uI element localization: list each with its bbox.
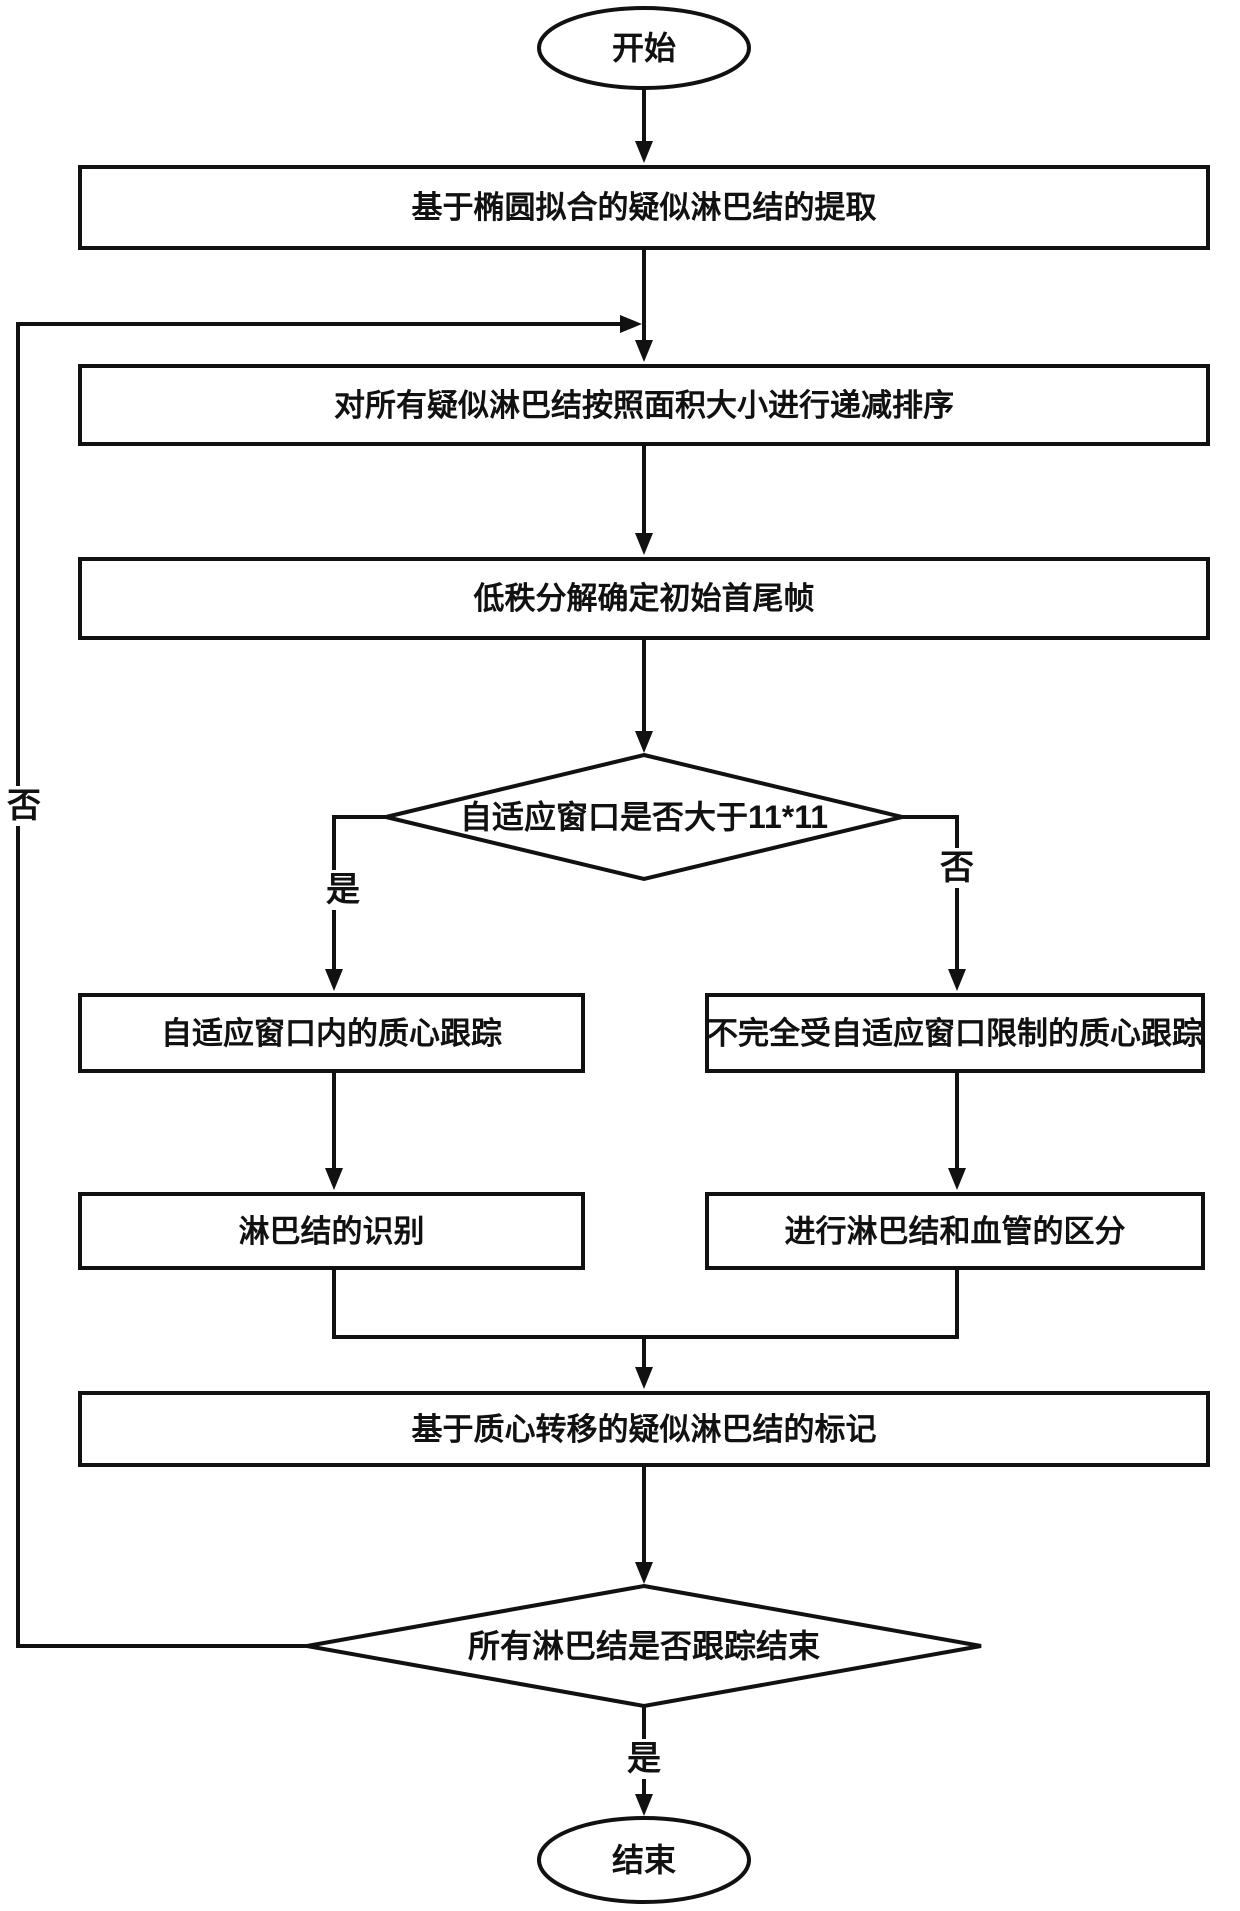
finish-yes-label: 是 [623,1739,665,1779]
finish-decision-label: 所有淋巴结是否跟踪结束 [467,1628,820,1664]
arrowhead-finish-decision [635,1562,653,1584]
process-identify-node: 淋巴结的识别 [78,1192,585,1270]
process-sort: 对所有疑似淋巴结按照面积大小进行递减排序 [78,364,1210,446]
window-decision-diamond [385,752,903,882]
arrowhead-mark [635,1367,653,1389]
window-decision-label: 自适应窗口是否大于11*11 [459,799,829,835]
end-terminator-label: 结束 [611,1842,676,1878]
process-track-beyond-window: 不完全受自适应窗口限制的质心跟踪 [705,993,1205,1073]
start-terminator-shape [537,6,751,90]
arrowhead-identify [325,1168,343,1190]
process-distinguish-vessel-label: 进行淋巴结和血管的区分 [784,1213,1126,1249]
process-low-rank-label: 低秩分解确定初始首尾帧 [473,581,815,616]
edge-window-no [902,815,959,983]
arrowhead-track-in-window [325,969,343,991]
edge-window-yes [332,815,386,983]
finish-no-label: 否 [3,786,45,826]
arrowhead-distinguish [948,1168,966,1190]
process-low-rank: 低秩分解确定初始首尾帧 [78,557,1210,640]
end-terminator-shape [537,1816,751,1904]
process-mark-nodes-label: 基于质心转移的疑似淋巴结的标记 [411,1411,877,1447]
window-yes-label: 是 [322,870,364,910]
arrowhead-sort [635,340,653,362]
window-no-label: 否 [936,848,978,888]
process-track-in-window: 自适应窗口内的质心跟踪 [78,993,585,1073]
arrowhead-track-beyond [948,969,966,991]
arrowhead-window-decision [635,731,653,753]
process-sort-label: 对所有疑似淋巴结按照面积大小进行递减排序 [334,387,954,423]
process-track-in-window-label: 自适应窗口内的质心跟踪 [161,1015,502,1051]
process-mark-nodes: 基于质心转移的疑似淋巴结的标记 [78,1391,1210,1467]
process-extract: 基于椭圆拟合的疑似淋巴结的提取 [78,165,1210,250]
process-track-beyond-window-label: 不完全受自适应窗口限制的质心跟踪 [707,1015,1203,1051]
arrowhead-loop-join [620,315,642,333]
process-identify-node-label: 淋巴结的识别 [238,1213,425,1249]
edge-loop-no [16,322,620,1648]
edge-merge-branches [332,1270,959,1339]
arrowhead-extract [635,141,653,163]
process-distinguish-vessel: 进行淋巴结和血管的区分 [705,1192,1205,1270]
arrowhead-lowrank [635,533,653,555]
start-terminator-label: 开始 [611,30,676,66]
process-extract-label: 基于椭圆拟合的疑似淋巴结的提取 [411,190,877,225]
arrowhead-end [635,1794,653,1816]
